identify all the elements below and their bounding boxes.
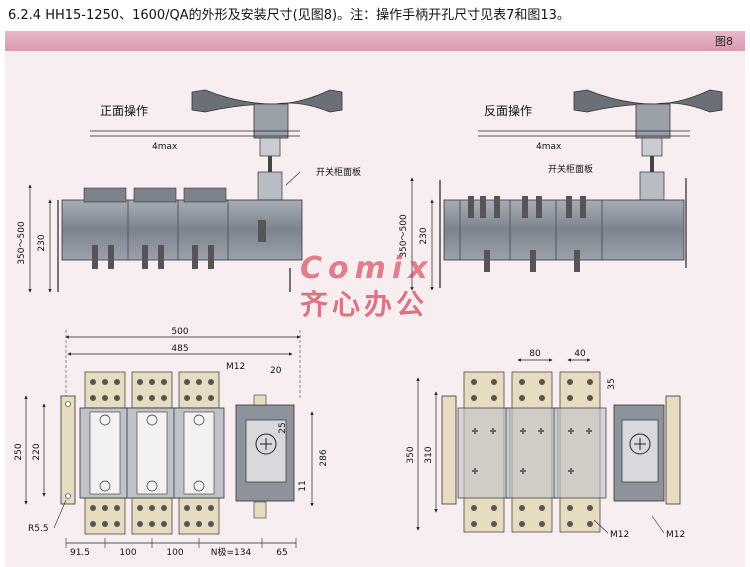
mounting-rail xyxy=(60,395,76,505)
dim-25: 25 xyxy=(278,422,288,433)
gap-label: 4max xyxy=(536,142,562,152)
gap-label: 4max xyxy=(152,142,178,152)
bolt-label: M12 xyxy=(610,530,629,540)
dim-width-total: 500 xyxy=(171,327,188,337)
shaft-coupler xyxy=(259,137,281,157)
dim-91-5: 91.5 xyxy=(70,548,90,558)
bolt-row xyxy=(92,220,266,269)
figure-label: 图8 xyxy=(715,35,733,48)
figure-band: 图8 xyxy=(5,31,745,51)
bolt-row xyxy=(468,196,586,272)
back-title: 反面操作 xyxy=(484,103,532,118)
watermark-brand: Comix xyxy=(300,251,434,286)
dim-11: 11 xyxy=(298,480,308,491)
front-elevation: 正面操作 4max 开关柜面板 350～500 230 xyxy=(17,89,361,293)
dim-250: 250 xyxy=(14,443,24,460)
panel-label: 开关柜面板 xyxy=(548,163,593,175)
terminal-cover xyxy=(83,187,127,203)
dim-220: 220 xyxy=(32,443,42,460)
back-terminals xyxy=(457,371,607,533)
rotary-shaft-icon xyxy=(255,433,277,455)
front-title: 正面操作 xyxy=(100,103,148,118)
comix-watermark: Comix 齐心办公 xyxy=(300,251,434,321)
panel-label: 开关柜面板 xyxy=(316,166,361,178)
dim-100b: 100 xyxy=(166,548,183,558)
bolt-label: M12 xyxy=(226,362,245,372)
plus-markers xyxy=(472,428,592,474)
dim-n-pole: N极=134 xyxy=(211,546,252,558)
dim-286: 286 xyxy=(319,449,329,466)
section-heading: 6.2.4 HH15-1250、1600/QA的外形及安装尺寸(见图8)。注：操… xyxy=(8,8,570,23)
dim-35: 35 xyxy=(607,378,617,389)
front-plan-view: 500 485 xyxy=(14,327,329,558)
shaft-bracket xyxy=(257,171,283,201)
handle-hub xyxy=(253,103,289,139)
pole-3 xyxy=(173,371,225,535)
terminal-bolts xyxy=(90,379,214,527)
dim-height-total: 350～500 xyxy=(17,221,27,265)
terminal-bolts xyxy=(471,379,593,527)
back-plan-view: 80 40 35 xyxy=(406,349,685,540)
back-elevation: 反面操作 4max 开关柜面板 350～500 230 xyxy=(399,89,723,291)
dim-100a: 100 xyxy=(119,548,136,558)
pole-2 xyxy=(126,371,178,535)
handle-icon xyxy=(573,89,723,113)
terminal-cover xyxy=(133,187,177,203)
dim-65: 65 xyxy=(276,548,287,558)
mounting-rail xyxy=(441,395,457,505)
dim-80: 80 xyxy=(529,349,541,359)
rotary-shaft-icon xyxy=(629,433,651,455)
terminal-cover xyxy=(183,187,227,203)
watermark-cn: 齐心办公 xyxy=(300,288,428,321)
dim-310: 310 xyxy=(424,446,434,463)
dim-height-body: 230 xyxy=(419,227,429,244)
dim-20: 20 xyxy=(270,366,282,376)
mounting-rail xyxy=(665,395,681,505)
dim-40: 40 xyxy=(574,349,586,359)
handle-icon xyxy=(191,89,343,113)
dim-350: 350 xyxy=(406,446,416,463)
radius-label: R5.5 xyxy=(28,524,49,534)
dim-width-inner: 485 xyxy=(171,344,188,354)
dim-height-total: 350～500 xyxy=(399,214,409,258)
dim-height-body: 230 xyxy=(37,234,47,251)
pole-1 xyxy=(79,371,131,535)
bolt-label: M12 xyxy=(666,530,685,540)
handle-hub xyxy=(635,103,671,139)
